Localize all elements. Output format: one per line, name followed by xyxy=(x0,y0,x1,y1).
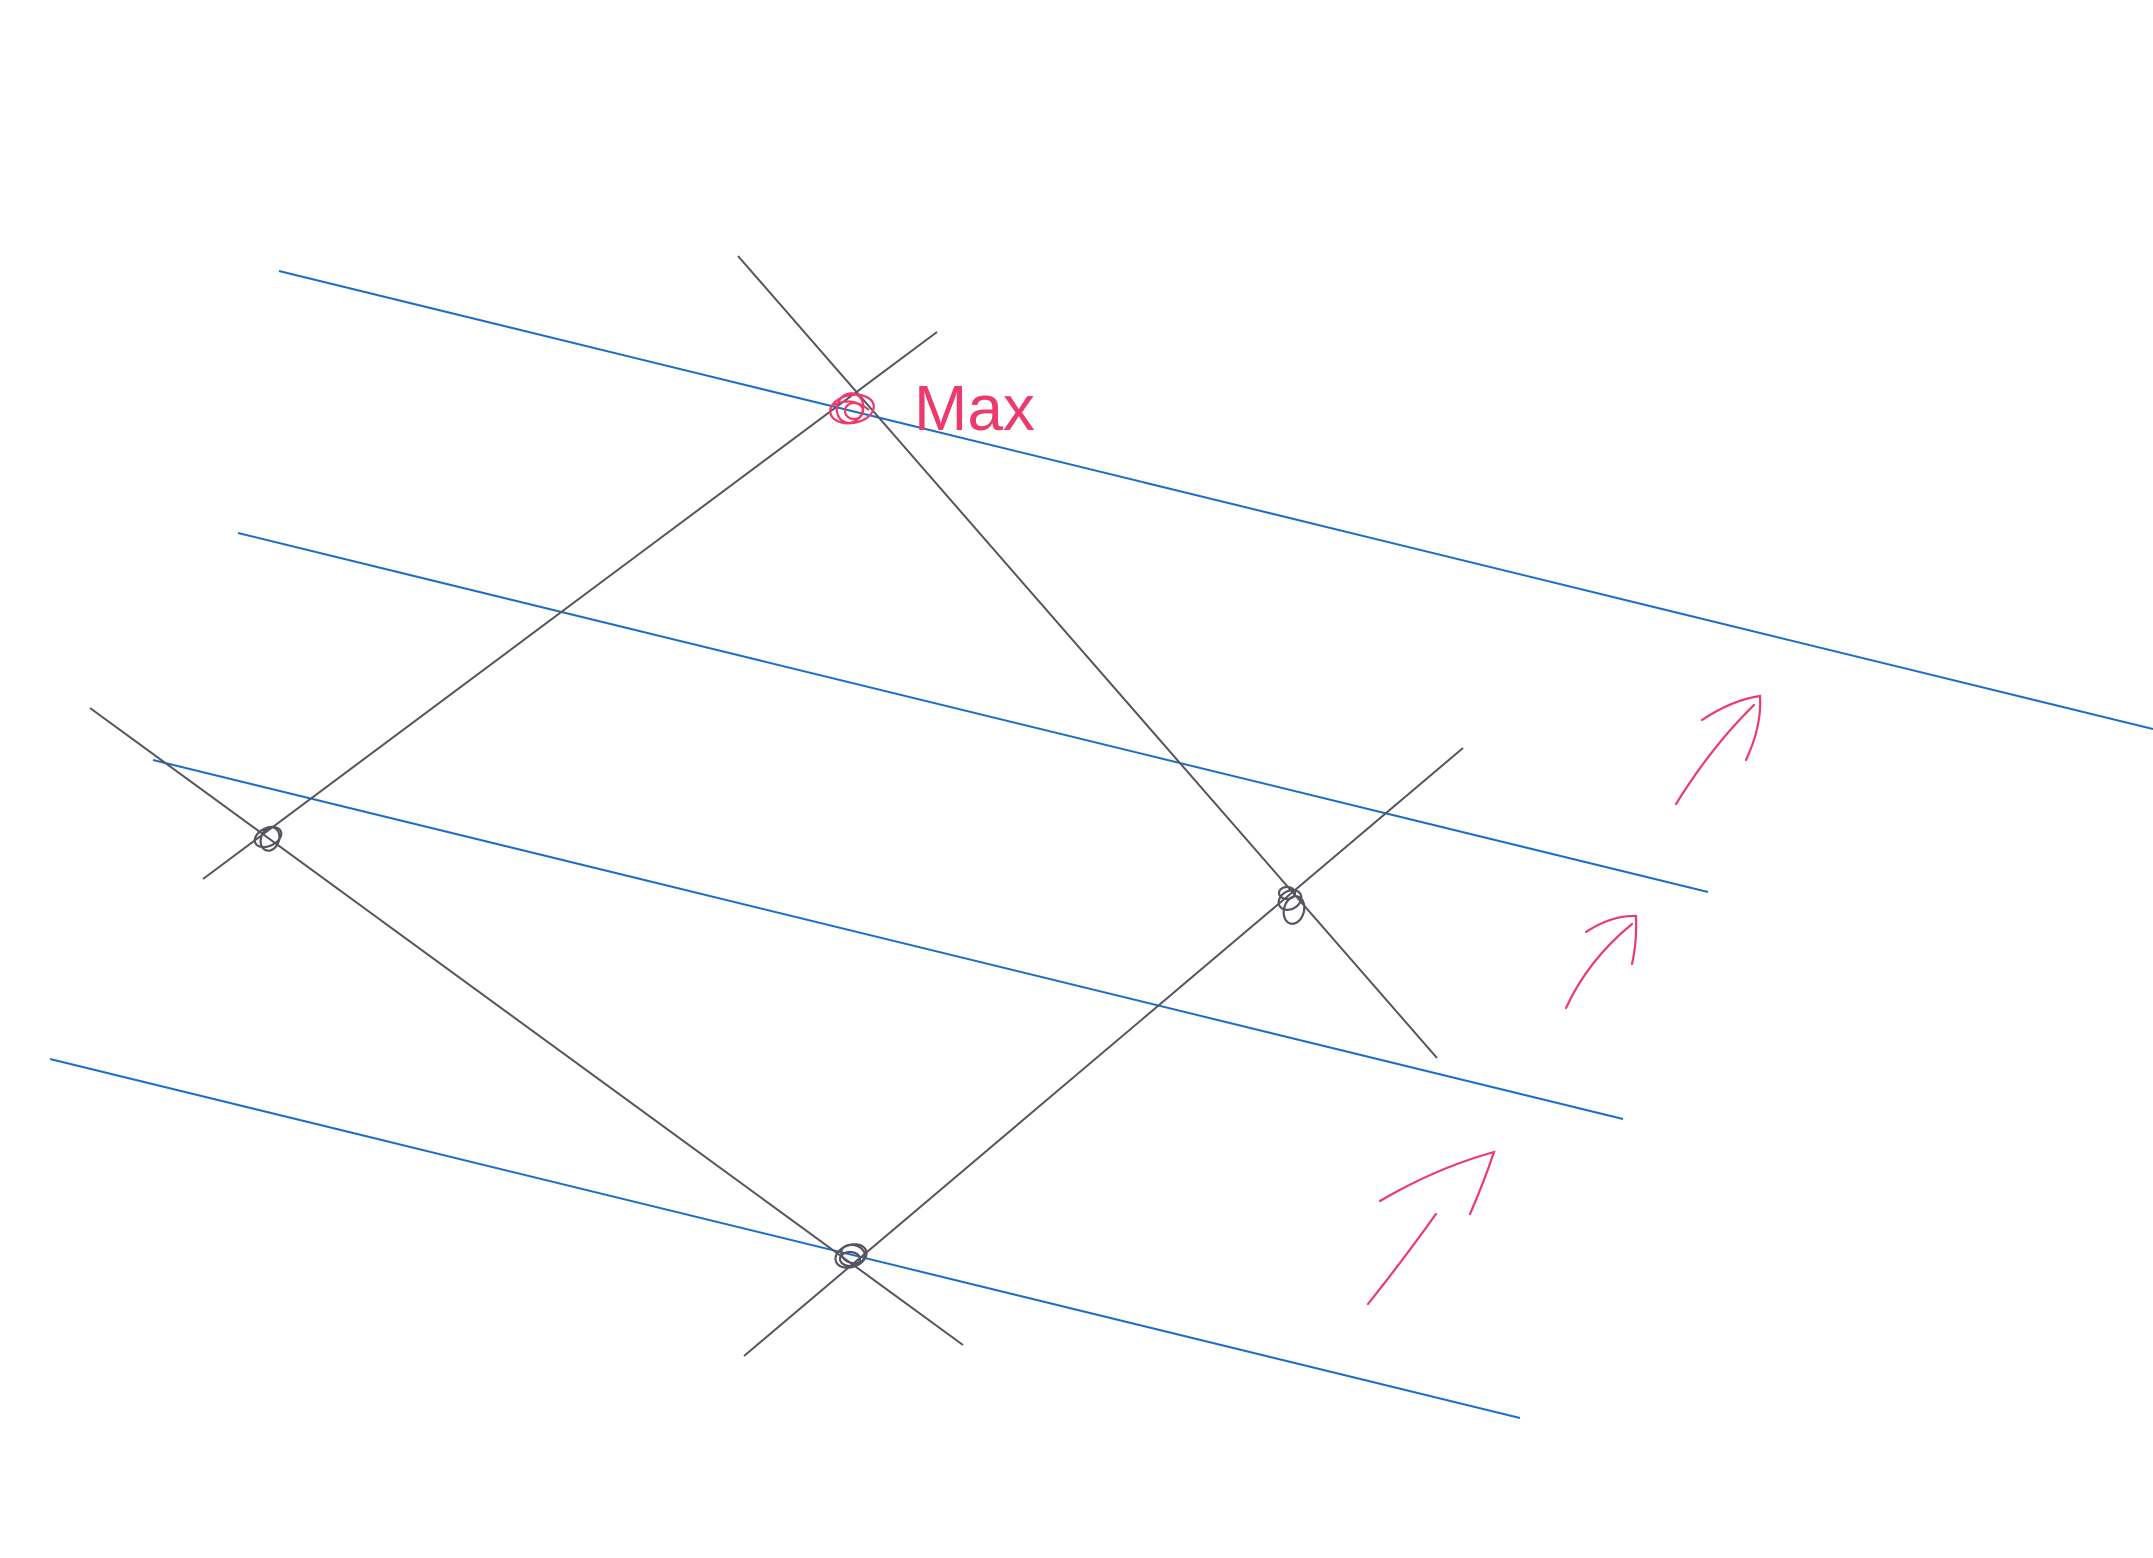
level-line-4 xyxy=(49,1058,1521,1419)
vertex-marker-bottom xyxy=(834,1243,868,1269)
vertex-marker-left xyxy=(253,825,283,852)
vertex-markers xyxy=(253,392,1306,1269)
max-label: Max xyxy=(914,372,1035,444)
arrow-bottom-icon xyxy=(1366,1150,1496,1306)
direction-arrows xyxy=(1366,694,1762,1306)
level-line-3 xyxy=(152,759,1624,1120)
constraint-line-upper-left xyxy=(202,331,938,880)
constraint-line-lower-left xyxy=(89,707,964,1346)
level-line-1 xyxy=(278,270,2153,730)
vertex-marker-right xyxy=(1277,885,1306,925)
level-line-2 xyxy=(237,532,1709,893)
constraint-lines xyxy=(89,255,1464,1357)
arrow-middle-icon xyxy=(1564,914,1638,1010)
arrow-top-icon xyxy=(1674,694,1762,806)
level-lines xyxy=(49,270,2153,1419)
constraint-line-upper-right xyxy=(737,255,1438,1059)
vertex-marker-max xyxy=(829,392,875,425)
